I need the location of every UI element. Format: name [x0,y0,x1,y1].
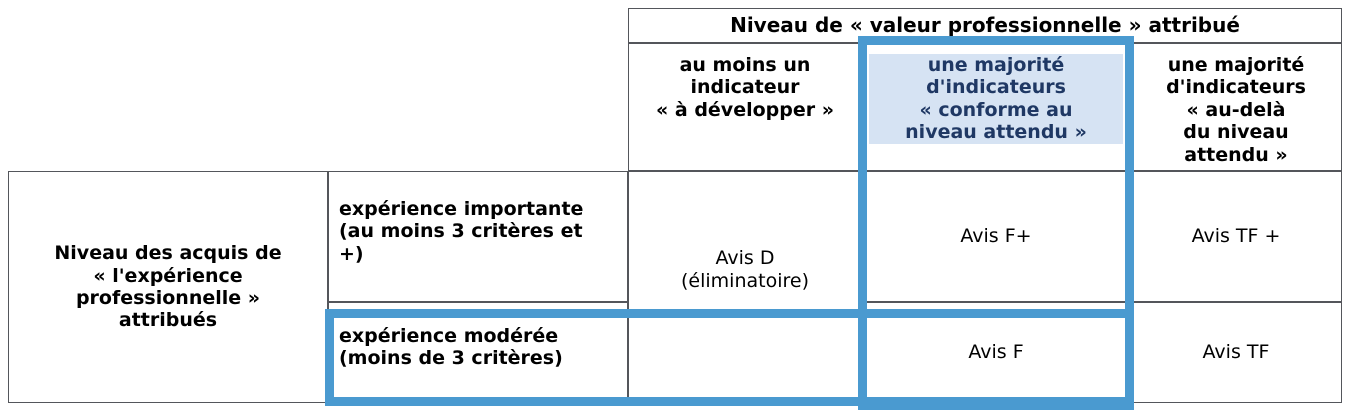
row-header-experience-moderee-label: expérience modérée (moins de 3 critères) [339,325,563,370]
row-group-header: Niveau des acquis de « l'expérience prof… [8,171,328,403]
cell-avis-f-label: Avis F [968,341,1024,364]
cell-avis-tf-label: Avis TF [1202,341,1270,364]
column-header-au-dela-label: une majorité d'indicateurs « au-delà du … [1166,54,1306,166]
column-header-conforme: une majorité d'indicateurs « conforme au… [862,43,1130,171]
cell-avis-f-plus-label: Avis F+ [960,225,1032,248]
row-header-experience-importante: expérience importante (au moins 3 critèr… [328,171,628,302]
cell-avis-d-merged: Avis D (éliminatoire) [628,171,862,302]
cell-avis-f: Avis F [862,302,1130,403]
row-header-experience-importante-label: expérience importante (au moins 3 critèr… [339,198,584,265]
column-header-conforme-label: une majorité d'indicateurs « conforme au… [869,54,1123,144]
row-group-header-label: Niveau des acquis de « l'expérience prof… [54,242,282,332]
column-header-a-developper-label: au moins un indicateur « à développer » [656,54,834,121]
cell-avis-d-label: Avis D (éliminatoire) [681,247,809,292]
cell-avis-tf-plus-label: Avis TF + [1191,225,1281,248]
cell-avis-tf-plus: Avis TF + [1130,171,1342,302]
column-group-header-label: Niveau de « valeur professionnelle » att… [730,12,1240,37]
column-header-a-developper: au moins un indicateur « à développer » [628,43,862,171]
row-header-experience-moderee: expérience modérée (moins de 3 critères) [328,302,628,403]
column-header-au-dela: une majorité d'indicateurs « au-delà du … [1130,43,1342,171]
cell-avis-f-plus: Avis F+ [862,171,1130,302]
cell-avis-d-merged-continuation [628,302,862,403]
cell-avis-tf: Avis TF [1130,302,1342,403]
column-group-header: Niveau de « valeur professionnelle » att… [628,8,1342,43]
